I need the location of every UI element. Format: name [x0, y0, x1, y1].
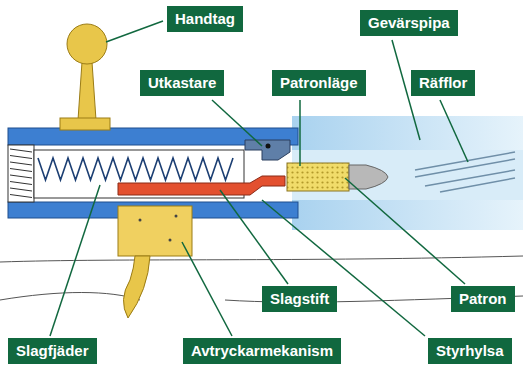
rifling [415, 152, 515, 192]
handle-base [60, 118, 110, 130]
label-text: Handtag [175, 10, 235, 27]
label-box: Patron [451, 286, 515, 312]
label-box: Handtag [167, 6, 243, 32]
stock-line [0, 293, 140, 301]
leader-line [50, 21, 468, 336]
stock-line [0, 256, 523, 262]
label-text: Slagfjäder [16, 342, 89, 359]
extractor [245, 140, 290, 160]
firing-pin [118, 176, 285, 195]
label-text: Gevärspipa [368, 14, 450, 31]
cartridge-case [287, 163, 349, 191]
label-text: Patronläge [280, 74, 358, 91]
label-text: Patron [459, 290, 507, 307]
label-text: Räfflor [419, 74, 467, 91]
handle-knob [67, 24, 107, 64]
trigger [123, 256, 150, 318]
end-plug [8, 145, 34, 202]
label-box: Slagstift [262, 286, 337, 312]
label-box: Avtryckarmekanism [183, 338, 341, 364]
label-box: Utkastare [140, 70, 224, 96]
label-text: Avtryckarmekanism [191, 342, 333, 359]
label-box: Styrhylsa [428, 338, 512, 364]
extractor-pin [266, 144, 271, 149]
label-box: Räfflor [411, 70, 475, 96]
label-box: Patronläge [272, 70, 366, 96]
label-box: Gevärspipa [360, 10, 458, 36]
trigger-housing [118, 206, 192, 256]
label-text: Utkastare [148, 74, 216, 91]
handle-stem [78, 62, 96, 120]
label-text: Slagstift [270, 290, 329, 307]
firing-spring [38, 158, 233, 180]
thread [10, 149, 32, 198]
label-text: Styrhylsa [436, 342, 504, 359]
label-box: Slagfjäder [8, 338, 97, 364]
bullet [349, 165, 388, 189]
